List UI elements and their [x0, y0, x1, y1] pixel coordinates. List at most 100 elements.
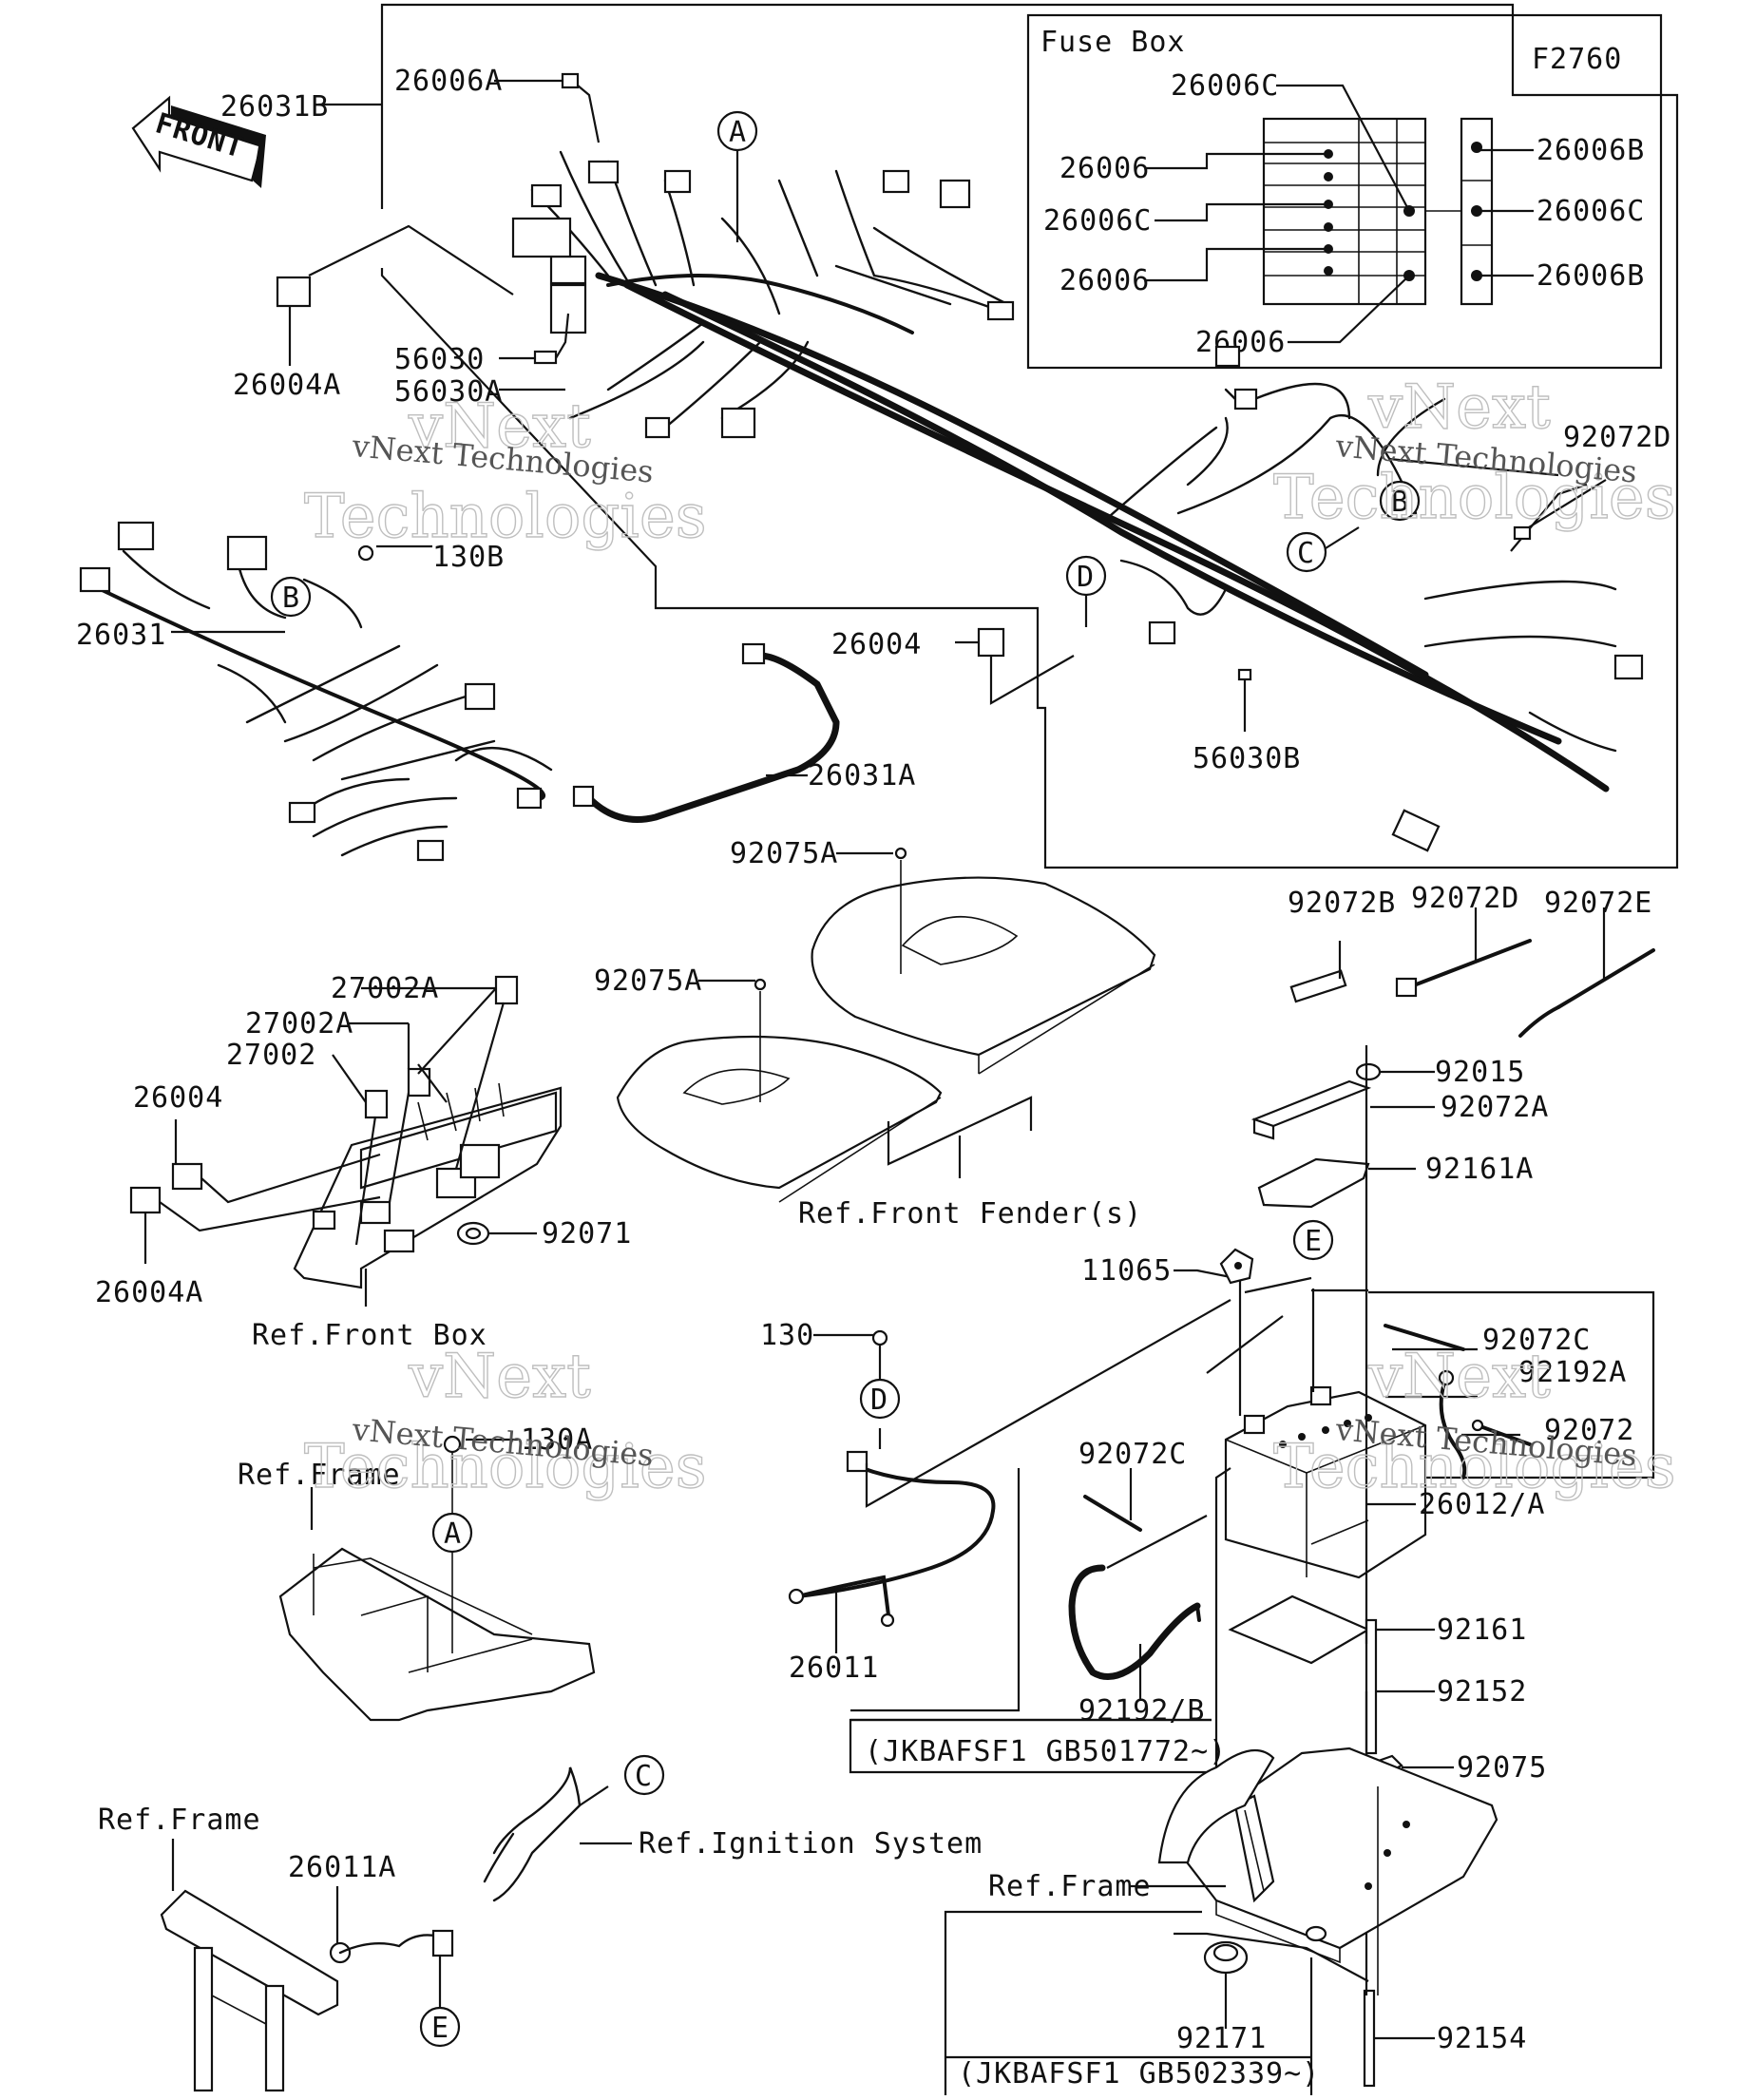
callout-d-top: D [1065, 555, 1107, 627]
label-92072: 92072 [1544, 1414, 1634, 1447]
label-26006-bottom: 26006 [1195, 326, 1286, 359]
watermark-top-left: vNext Technologies vNext Technologies [303, 391, 707, 552]
relay-27002 [364, 1089, 389, 1119]
label-92154: 92154 [1437, 2022, 1527, 2055]
label-26004a-top: 26004A [233, 369, 341, 402]
front-fender-left [616, 978, 943, 1203]
label-92192a: 92192A [1518, 1356, 1627, 1389]
tie-92072 [1476, 1423, 1532, 1446]
callout-a-top: A [716, 110, 758, 242]
ref-frame-3: Ref.Frame [988, 1870, 1152, 1903]
connector-26004a-front [129, 1186, 381, 1264]
front-fender-right [811, 847, 1156, 1075]
battery-tray [1157, 1747, 1498, 1995]
sub-harness-26031a [585, 652, 840, 823]
figure-code: F2760 [1532, 43, 1622, 76]
label-26004: 26004 [133, 1081, 223, 1115]
tie-92072b [1289, 941, 1347, 1003]
callout-c-right: C [1286, 526, 1360, 573]
fuse-box [1262, 117, 1494, 306]
harness-frame [380, 3, 1679, 869]
serial-range-2: (JKBAFSF1 GB502339~) [958, 2057, 1320, 2090]
label-130a: 130A [521, 1423, 593, 1457]
svg-text:B: B [282, 582, 300, 615]
label-92072a: 92072A [1441, 1091, 1549, 1124]
hose-92192b [1068, 1564, 1201, 1680]
ref-ignition-system: Ref.Ignition System [639, 1827, 983, 1861]
label-92161: 92161 [1437, 1613, 1527, 1647]
svg-text:D: D [1077, 561, 1095, 594]
label-26006c-right-2: 26006C [1537, 195, 1645, 228]
label-92071: 92071 [542, 1217, 632, 1250]
label-92072c-1: 92072C [1482, 1324, 1591, 1357]
battery-pad-92161 [1228, 1594, 1435, 1665]
battery-pad-92161a [1257, 1157, 1416, 1209]
svg-text:C: C [635, 1760, 653, 1793]
label-27002a-2: 27002A [245, 1007, 353, 1040]
callout-e-lower: E [419, 2006, 461, 2048]
serial-range-1: (JKBAFSF1 GB501772~) [865, 1735, 1227, 1768]
svg-text:A: A [729, 116, 747, 149]
label-26006b-right-3: 26006B [1537, 259, 1645, 293]
front-box [293, 975, 563, 1289]
battery-26012a [1224, 1385, 1427, 1579]
label-26031: 26031 [76, 619, 166, 652]
callout-a-lower: A [431, 1512, 473, 1554]
tie-92072e [1518, 907, 1655, 1038]
rod-92154 [1363, 1989, 1435, 2088]
svg-text:B: B [1391, 486, 1409, 519]
ref-frame-1: Ref.Frame [238, 1459, 401, 1492]
svg-text:D: D [870, 1384, 888, 1417]
nut-92015 [1355, 1062, 1435, 1081]
label-26031b: 26031B [220, 90, 329, 124]
label-92171: 92171 [1176, 2022, 1267, 2055]
svg-text:Technologies: Technologies [304, 1432, 707, 1502]
relay-27002a-1 [494, 975, 519, 1005]
label-26004-mid: 26004 [831, 628, 922, 661]
label-11065: 11065 [1081, 1254, 1172, 1288]
svg-text:Technologies: Technologies [304, 482, 707, 552]
svg-text:vNext: vNext [408, 1342, 591, 1412]
svg-text:vNext: vNext [1367, 1342, 1551, 1412]
label-92072d-top: 92072D [1563, 421, 1671, 454]
watermark-mid-right: vNext Technologies vNext Technologies [1272, 1341, 1676, 1502]
label-26012a: 26012/A [1419, 1488, 1545, 1521]
front-arrow-icon: FRONT [131, 95, 266, 188]
label-26011: 26011 [789, 1651, 879, 1685]
cable-26011 [788, 1299, 1231, 1653]
svg-text:C: C [1297, 537, 1315, 570]
tie-92072d [1395, 907, 1532, 998]
grommet-92071 [456, 1221, 537, 1246]
label-92075a-2: 92075A [594, 964, 702, 998]
label-92192b: 92192/B [1078, 1694, 1205, 1728]
label-26006c-top: 26006C [1171, 69, 1279, 103]
svg-text:Technologies: Technologies [1273, 463, 1676, 533]
label-56030: 56030 [394, 343, 485, 376]
label-27002a-1: 27002A [331, 972, 439, 1005]
label-92072e: 92072E [1544, 887, 1652, 920]
label-56030a: 56030A [394, 375, 503, 409]
watermark-mid-left: vNext Technologies vNext Technologies [303, 1341, 707, 1502]
frame-section-a [278, 1435, 596, 1722]
callout-d-lower: D [859, 1378, 901, 1420]
connector-26004-front [171, 1119, 381, 1204]
label-26006c-left-2: 26006C [1043, 204, 1152, 238]
label-92072d: 92072D [1411, 882, 1519, 915]
label-130b: 130B [432, 541, 505, 574]
label-26006a: 26006A [394, 65, 503, 98]
label-26006-left-1: 26006 [1059, 152, 1150, 185]
label-26031a: 26031A [808, 759, 916, 792]
label-92075: 92075 [1457, 1751, 1547, 1785]
svg-text:E: E [431, 2012, 449, 2045]
ref-frame-2: Ref.Frame [98, 1804, 261, 1837]
label-92072b: 92072B [1288, 887, 1396, 920]
watermark-top-right: vNext Technologies vNext Technologies [1272, 372, 1676, 533]
bracket-92072a [1250, 1079, 1435, 1140]
callout-c-lower: C [623, 1754, 665, 1796]
label-92152: 92152 [1437, 1675, 1527, 1709]
label-92075a-1: 92075A [730, 837, 838, 870]
main-harness-26031b [511, 150, 1644, 852]
grommet-92171 [1203, 1940, 1249, 2029]
callout-e-top: E [1292, 1219, 1334, 1261]
